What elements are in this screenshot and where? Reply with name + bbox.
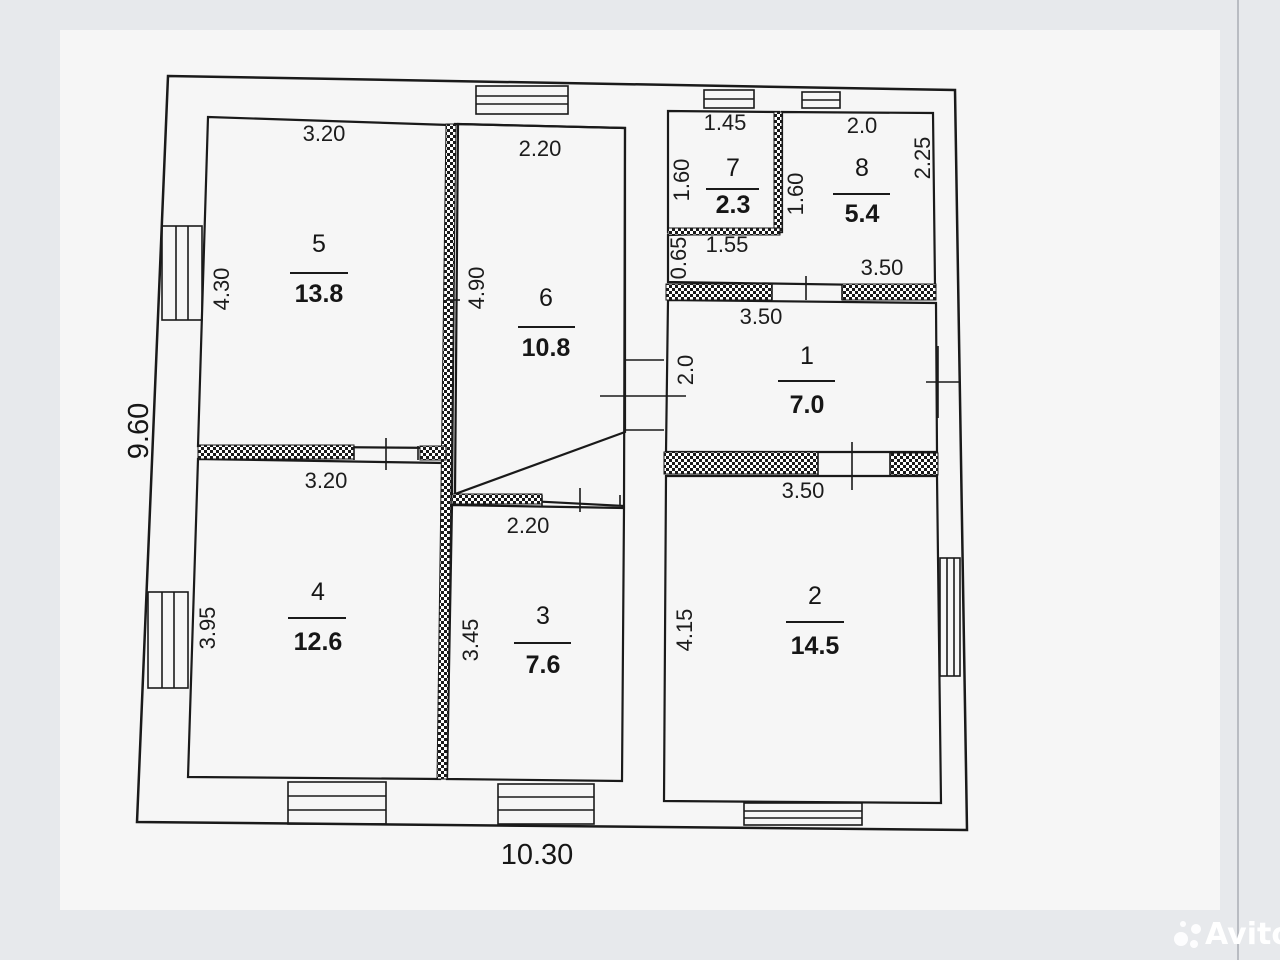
avito-watermark: Avito [1174, 917, 1280, 952]
room-3-height-dim: 3.45 [458, 619, 483, 662]
room-2-number: 2 [808, 582, 822, 610]
room-5-number: 5 [312, 230, 326, 258]
hall-width-dim-1: 1.55 [706, 232, 749, 257]
door-marks [353, 276, 960, 512]
room-2-area: 14.5 [791, 632, 840, 660]
room-7-area: 2.3 [716, 191, 751, 219]
watermark-text: Avito [1205, 917, 1280, 952]
room-4-width-dim: 3.20 [305, 468, 348, 493]
room-6-number: 6 [539, 284, 553, 312]
room-7-height-dim: 1.60 [669, 159, 694, 202]
room-1-height-dim: 2.0 [673, 355, 698, 386]
room-1-area: 7.0 [790, 391, 825, 419]
hall-width-dim-2: 3.50 [861, 255, 904, 280]
room-4-number: 4 [311, 578, 325, 606]
room-3-width-dim: 2.20 [507, 513, 550, 538]
room-7-height-dim-2: 1.60 [783, 173, 808, 216]
room-8-width-dim: 2.0 [847, 113, 878, 138]
room-5-width-dim: 3.20 [303, 121, 346, 146]
avito-logo-icon [1174, 921, 1201, 948]
paper-sheet [60, 30, 1220, 910]
room-5-area: 13.8 [295, 280, 344, 308]
room-6-width-dim: 2.20 [519, 136, 562, 161]
fraction-bars [288, 188, 890, 644]
room-2-width-dim: 3.50 [782, 478, 825, 503]
room-8-number: 8 [855, 154, 869, 182]
overall-height-dim: 9.60 [123, 403, 155, 459]
windows [147, 85, 961, 826]
room-7-number: 7 [726, 154, 740, 182]
room-6-area: 10.8 [522, 334, 571, 362]
hall-height-dim: 0.65 [666, 237, 691, 280]
room-4-height-dim: 3.95 [195, 607, 220, 650]
outer-wall [135, 74, 969, 832]
room-8-height-dim: 2.25 [910, 137, 935, 180]
room-8-area: 5.4 [845, 200, 880, 228]
room-1-width-dim: 3.50 [740, 304, 783, 329]
overall-width-dim: 10.30 [501, 839, 574, 871]
room-4-area: 12.6 [294, 628, 343, 656]
room-5-height-dim: 4.30 [209, 268, 234, 311]
room-2-height-dim: 4.15 [672, 609, 697, 652]
room-6-height-dim: 4.90 [464, 267, 489, 310]
room-3-area: 7.6 [526, 651, 561, 679]
room-7-width-dim: 1.45 [704, 110, 747, 135]
room-3-number: 3 [536, 602, 550, 630]
room-1-number: 1 [800, 342, 814, 370]
